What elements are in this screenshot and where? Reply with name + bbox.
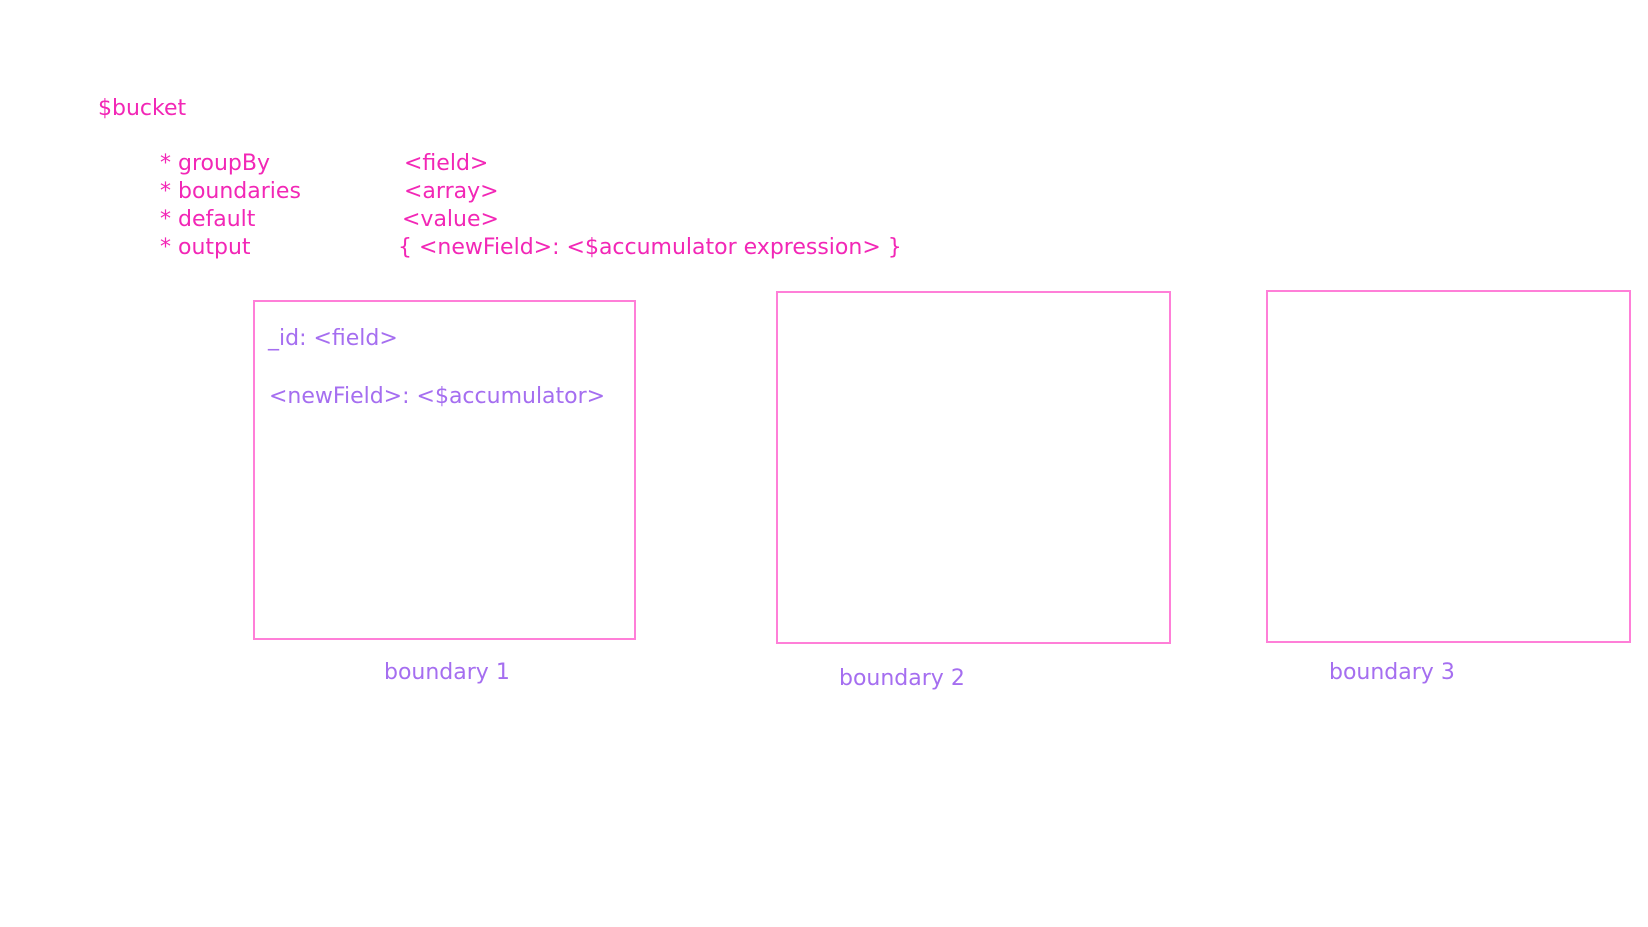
param-value: { <newField>: <$accumulator expression> … [398,235,902,260]
param-name: * output [160,235,251,260]
bucket-box-2 [776,291,1171,644]
diagram-title: $bucket [98,96,187,121]
param-row-boundaries: * boundaries <array> [160,178,960,206]
bucket-box-1: _id: <field> <newField>: <$accumulator> [253,300,636,640]
param-name: * groupBy [160,151,270,176]
boundary-label-1: boundary 1 [384,660,510,685]
param-value: <value> [402,207,499,232]
param-row-groupby: * groupBy <field> [160,150,960,178]
param-row-output: * output { <newField>: <$accumulator exp… [160,234,960,262]
boundary-label-2: boundary 2 [839,666,965,691]
param-name: * default [160,207,256,232]
param-value: <array> [404,179,499,204]
param-row-default: * default <value> [160,206,960,234]
boundary-label-3: boundary 3 [1329,660,1455,685]
bucket-field-line: <newField>: <$accumulator> [269,384,606,409]
param-name: * boundaries [160,179,301,204]
param-value: <field> [404,151,489,176]
bucket-id-line: _id: <field> [268,326,398,351]
bucket-box-3 [1266,290,1631,643]
